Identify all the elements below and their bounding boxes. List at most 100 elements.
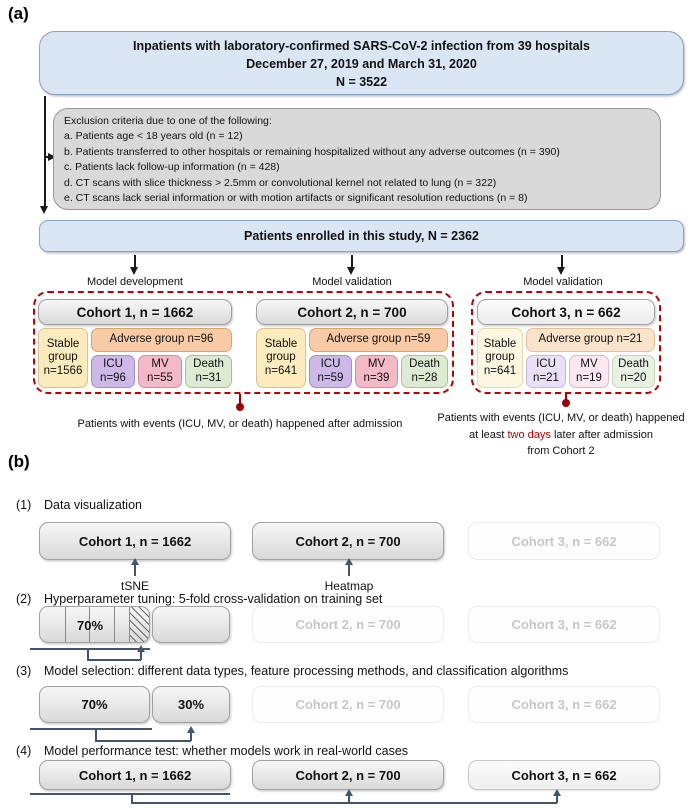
step2-holdout-box [152,606,230,643]
cohort1-mv-line1: MV [151,358,169,370]
step2-title: Hyperparameter tuning: 5-fold cross-vali… [44,592,383,606]
cohort3-stable-line3: n=641 [483,364,517,377]
step4-connector-horizontal [131,802,557,804]
heatmap-arrowhead-up-icon [345,558,353,565]
step2-number: (2) [16,592,32,606]
step3-cohort2-box: Cohort 2, n = 700 [252,686,444,723]
branch-arrowhead-1-icon [130,267,138,275]
cohort1-icu-line2: n=96 [100,371,126,384]
branch-label-validation-2: Model validation [523,276,603,288]
flow-line-vertical [44,96,46,206]
step3-underline [30,728,152,730]
cohort1-mv-box: MV n=55 [138,355,182,388]
cohort1-death-box: Death n=31 [185,355,232,388]
fold-divider-1 [65,607,66,642]
step4-cohort2-box: Cohort 2, n = 700 [252,760,444,790]
cohort3-death-box: Death n=20 [612,355,655,388]
step3-bracket-bottom [95,740,191,742]
cohort1-stable-line2: group [48,351,78,364]
step3-arrowhead-up-icon [187,726,195,733]
step3-cohort3-box: Cohort 3, n = 662 [468,686,660,723]
branch-label-validation-1: Model validation [312,276,392,288]
annotation-right-line2-pre: at least [468,428,508,441]
step2-bracket-bottom [87,659,141,661]
cohort3-title-box: Cohort 3, n = 662 [477,299,655,325]
cohort3-icu-box: ICU n=21 [526,355,566,388]
step2-train-pct-label: 70% [76,618,104,633]
step2-cohort2-box: Cohort 2, n = 700 [252,606,444,643]
cohort3-stable-line1: Stable [483,337,517,350]
exclusion-line-0: Exclusion criteria due to one of the fol… [64,115,272,127]
exclusion-criteria-box: Exclusion criteria due to one of the fol… [53,108,661,210]
cohort2-stable-line2: group [266,351,296,364]
step4-stem-cohort2 [348,795,350,803]
validation-fold-hatch [129,607,149,642]
step3-number: (3) [16,664,32,678]
step4-title: Model performance test: whether models w… [44,744,409,758]
cohort3-group: Cohort 3, n = 662 Stable group n=641 Adv… [477,299,655,388]
annotation1-connector-line [239,394,241,405]
step4-cohort1-box: Cohort 1, n = 1662 [39,760,231,790]
fold-divider-2 [89,607,90,642]
cohort2-stable-line3: n=641 [264,364,298,377]
step2-bracket-left [87,650,89,660]
cohort2-adverse-box: Adverse group n=59 [309,328,448,352]
cohort2-stable-line1: Stable [264,337,298,350]
exclusion-line-1: a. Patients age < 18 years old (n = 12) [64,130,243,143]
cohort2-death-box: Death n=28 [401,355,448,388]
annotation-right-line2-post: later after admission [550,428,654,441]
cohort1-death-line2: n=31 [195,371,222,384]
cohort3-mv-line1: MV [580,358,598,370]
enrolled-box: Patients enrolled in this study, N = 236… [39,220,684,252]
cohort3-mv-line2: n=19 [576,371,602,384]
step2-underline [30,648,150,650]
branch-arrowhead-2-icon [347,267,355,275]
step4-stem-cohort3 [556,795,558,803]
tsne-arrow-line [134,564,136,576]
cohort2-stable-box: Stable group n=641 [256,328,306,388]
step4-arrowhead-cohort2-icon [345,789,353,796]
step1-title: Data visualization [44,498,142,512]
step4-connector-down [131,795,133,803]
cohort1-icu-box: ICU n=96 [91,355,135,388]
step2-bracket-right [140,651,142,660]
cohort2-mv-line1: MV [367,358,386,370]
annotation-right-line3: from Cohort 2 [527,445,595,457]
cohort2-title-box: Cohort 2, n = 700 [256,299,448,325]
cohort2-mv-line2: n=39 [363,371,390,384]
cohort1-stable-line1: Stable [46,337,80,350]
annotation2-connector-line [565,394,567,402]
cohort1-group: Cohort 1, n = 1662 Stable group n=1566 A… [38,299,232,388]
annotation-right-line1: Patients with events (ICU, MV, or death)… [437,412,685,424]
exclusion-branch-line [45,156,49,158]
cohort1-stable-line3: n=1566 [43,364,83,377]
dashed-group-cohort1-2 [33,291,454,394]
flow-arrowhead-down-icon [40,206,48,214]
exclusion-line-5: e. CT scans lack serial information or w… [64,192,528,205]
step4-cohort3-box: Cohort 3, n = 662 [468,760,660,790]
cohort3-icu-line1: ICU [536,358,556,370]
cohort3-mv-box: MV n=19 [569,355,609,388]
tsne-arrowhead-up-icon [131,558,139,565]
step1-cohort3-box: Cohort 3, n = 662 [468,522,660,560]
exclusion-arrowhead-right-icon [48,152,56,161]
cohort2-icu-line1: ICU [320,358,341,370]
cohort1-mv-line2: n=55 [147,371,173,384]
step3-bracket-right [190,732,192,741]
annotation-right-line2: at least two days later after admission [425,427,697,444]
annotation-right: Patients with events (ICU, MV, or death)… [425,410,697,460]
top-box-line2: December 27, 2019 and March 31, 2020 [246,57,477,71]
annotation-right-two-days: two days [507,428,551,441]
top-population-box: Inpatients with laboratory-confirmed SAR… [39,31,684,95]
step3-bracket-left [95,730,97,741]
cohort3-death-line2: n=20 [620,371,647,384]
fold-divider-3 [114,607,115,642]
annotation2-dot-icon [562,399,570,407]
step3-title: Model selection: different data types, f… [44,664,569,678]
top-box-line1: Inpatients with laboratory-confirmed SAR… [132,39,590,53]
dashed-group-cohort3 [471,291,661,394]
annotation-left: Patients with events (ICU, MV, or death)… [77,418,403,430]
step4-number: (4) [16,744,32,758]
step2-cohort3-box: Cohort 3, n = 662 [468,606,660,643]
